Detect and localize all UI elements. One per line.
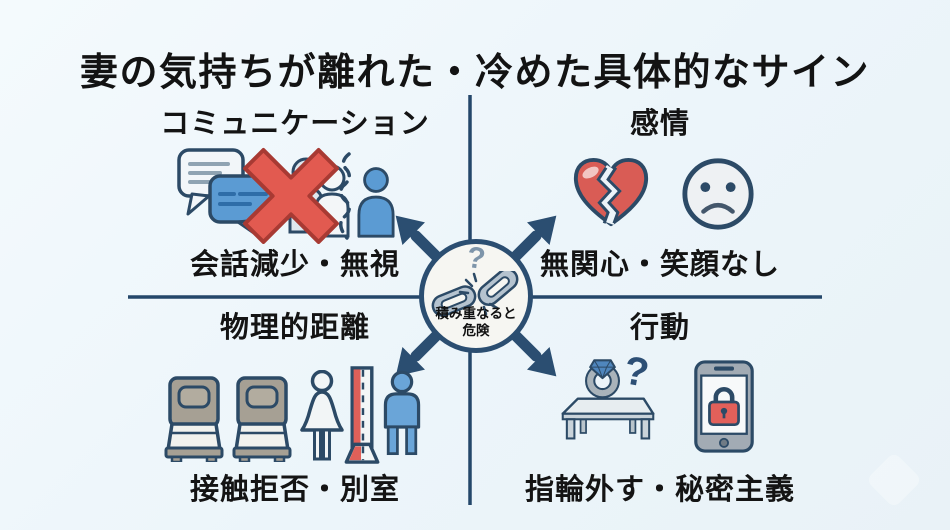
center-warning-badge: ? 積み重なると 危険	[419, 239, 533, 353]
partition-wall-icon	[344, 366, 380, 464]
quadrant-behavior-header: 行動	[629, 312, 690, 344]
sad-face-icon	[682, 158, 754, 230]
locked-phone-icon	[694, 360, 754, 453]
quadrant-emotion-header: 感情	[629, 108, 690, 140]
arrow-down-left-head	[395, 347, 425, 377]
warning-line1: 積み重なると	[435, 305, 517, 321]
woman-icon	[300, 370, 344, 461]
behavior-caption: 指輪外す・秘密主義	[524, 474, 795, 506]
man-icon	[383, 370, 421, 456]
broken-heart-icon	[573, 157, 649, 227]
center-warning-text: 積み重なると 危険	[424, 305, 528, 340]
emotion-caption: 無関心・笑顔なし	[539, 249, 780, 281]
bed-icon	[232, 376, 292, 462]
table-top	[561, 397, 655, 415]
bed-icon	[164, 376, 224, 462]
distance-caption: 接触拒否・別室	[189, 474, 400, 506]
crack-line-icon	[339, 152, 351, 240]
diamond	[589, 359, 616, 380]
red-x-icon	[243, 148, 339, 244]
ring-on-table-icon	[561, 359, 655, 440]
person-icon	[357, 167, 395, 238]
arrow-up-right-head	[527, 215, 557, 245]
quadrant-communication-header: コミュニケーション	[160, 108, 430, 140]
arrow-up-left-head	[395, 215, 425, 245]
warning-line2: 危険	[462, 323, 490, 339]
lock-shackle	[713, 387, 735, 403]
broken-chain-icon	[431, 271, 519, 317]
break-sparks	[458, 272, 499, 316]
arrow-down-right-head	[527, 347, 557, 377]
page-title: 妻の気持ちが離れた・冷めた具体的なサイン	[79, 52, 870, 95]
crossed-out-couple-icon	[243, 148, 350, 244]
quadrant-distance-header: 物理的距離	[219, 312, 370, 344]
communication-caption: 会話減少・無視	[189, 249, 400, 281]
